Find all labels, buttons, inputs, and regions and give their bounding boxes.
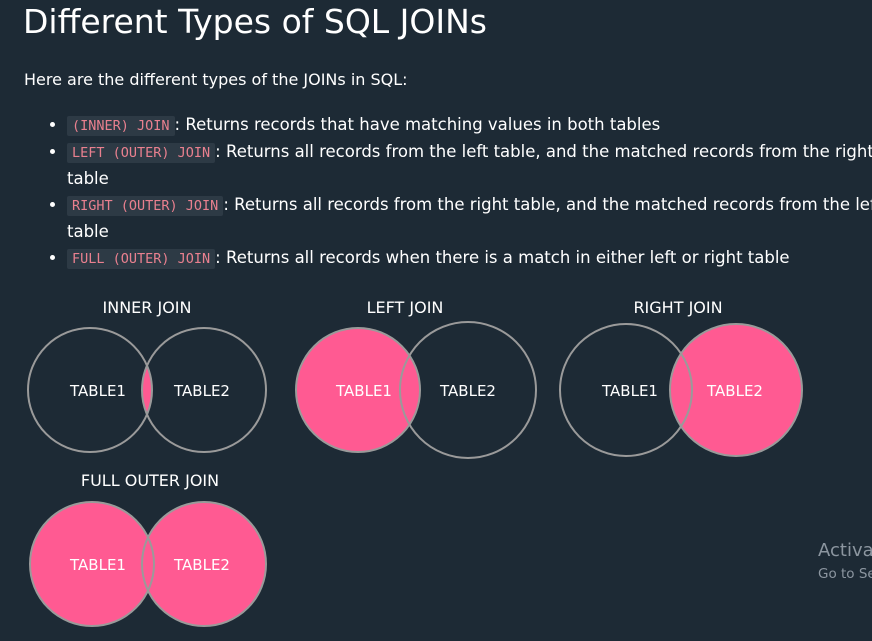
full-join-table2-label: TABLE2 <box>173 556 230 574</box>
code-full-join: FULL (OUTER) JOIN <box>67 249 216 269</box>
page-title: Different Types of SQL JOINs <box>23 2 487 41</box>
code-inner-join: (INNER) JOIN <box>67 116 175 136</box>
list-item-left-join: LEFT (OUTER) JOIN: Returns all records f… <box>67 139 872 192</box>
activate-windows-subtitle: Go to Se <box>818 566 872 582</box>
code-left-join: LEFT (OUTER) JOIN <box>67 143 216 163</box>
inner-join-table2-circle <box>141 327 267 453</box>
desc-full-join: : Returns all records when there is a ma… <box>215 248 790 267</box>
full-join-table2-circle <box>141 501 267 627</box>
join-types-list: (INNER) JOIN: Returns records that have … <box>47 112 872 272</box>
inner-join-table1-label: TABLE1 <box>69 382 126 400</box>
full-join-table1-circle <box>29 501 155 627</box>
list-item-full-join: FULL (OUTER) JOIN: Returns all records w… <box>67 245 872 272</box>
left-join-title: LEFT JOIN <box>367 298 444 317</box>
activate-windows-title: Activa <box>818 540 872 561</box>
right-join-table1-label: TABLE1 <box>601 382 658 400</box>
right-join-table2-circle <box>669 323 803 457</box>
left-join-diagram: LEFT JOIN TABLE1 TABLE2 <box>295 298 537 459</box>
inner-join-diagram: INNER JOIN TABLE1 TABLE2 <box>27 298 267 453</box>
left-join-table1-label: TABLE1 <box>335 382 392 400</box>
inner-join-table2-label: TABLE2 <box>173 382 230 400</box>
list-item-right-join: RIGHT (OUTER) JOIN: Returns all records … <box>67 192 872 245</box>
full-join-table2-fill <box>142 502 266 626</box>
right-join-table1-circle <box>559 323 693 457</box>
desc-left-join: : Returns all records from the left tabl… <box>67 142 872 188</box>
inner-join-title: INNER JOIN <box>103 298 192 317</box>
right-join-table2-fill <box>670 324 802 456</box>
intro-text: Here are the different types of the JOIN… <box>24 70 408 89</box>
desc-right-join: : Returns all records from the right tab… <box>67 195 872 241</box>
full-join-table1-label: TABLE1 <box>69 556 126 574</box>
left-join-table1-fill <box>296 328 420 452</box>
desc-inner-join: : Returns records that have matching val… <box>174 115 661 134</box>
right-join-table2-label: TABLE2 <box>706 382 763 400</box>
full-join-title: FULL OUTER JOIN <box>81 471 219 490</box>
full-join-table1-fill <box>30 502 154 626</box>
left-join-table1-circle <box>295 327 421 453</box>
right-join-diagram: RIGHT JOIN TABLE1 TABLE2 <box>559 298 803 457</box>
list-item-inner-join: (INNER) JOIN: Returns records that have … <box>67 112 872 139</box>
code-right-join: RIGHT (OUTER) JOIN <box>67 196 224 216</box>
full-join-diagram: FULL OUTER JOIN TABLE1 TABLE2 <box>29 471 267 627</box>
left-join-table2-label: TABLE2 <box>439 382 496 400</box>
inner-join-table1-circle <box>27 327 153 453</box>
right-join-title: RIGHT JOIN <box>633 298 722 317</box>
left-join-table2-circle <box>399 321 537 459</box>
